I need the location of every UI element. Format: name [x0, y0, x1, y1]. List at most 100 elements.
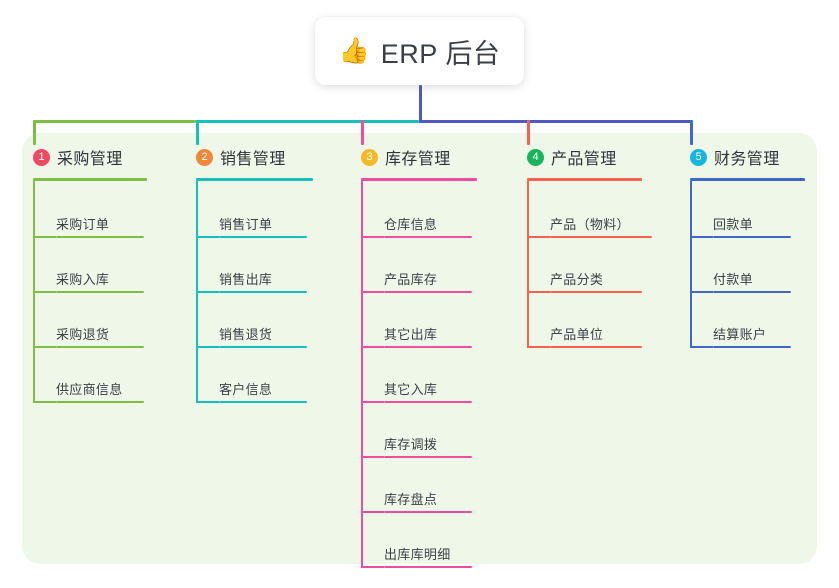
root-node-title: ERP 后台 [380, 38, 501, 69]
leaf-node-label: 客户信息 [219, 382, 273, 397]
column-badge-2: 2 [196, 148, 213, 166]
column-connector-drop-4 [527, 120, 530, 145]
column-title-4: 产品管理 [551, 151, 617, 168]
root-connector-drop [419, 85, 422, 123]
leaf-node[interactable]: 产品分类 [550, 265, 642, 293]
leaf-connector-stub [690, 291, 713, 293]
leaf-node-rule [384, 566, 472, 568]
leaf-node[interactable]: 其它入库 [384, 375, 472, 403]
connector-bar-segment-1 [33, 120, 196, 123]
leaf-connector-stub [196, 236, 219, 238]
column-rule-3 [361, 178, 477, 181]
leaf-node-label: 产品（物料） [550, 217, 630, 232]
leaf-connector-stub [361, 511, 384, 513]
leaf-node-label: 其它入库 [384, 382, 438, 397]
leaf-node-label: 仓库信息 [384, 217, 438, 232]
leaf-connector-stub [33, 236, 56, 238]
leaf-node-label: 采购入库 [56, 272, 110, 287]
branch-panel [22, 133, 817, 564]
leaf-node-label: 库存盘点 [384, 492, 438, 507]
leaf-node-rule [384, 346, 472, 348]
leaf-node[interactable]: 仓库信息 [384, 210, 472, 238]
leaf-node-label: 付款单 [713, 272, 753, 287]
leaf-node-label: 采购订单 [56, 217, 110, 232]
column-spine-4 [527, 181, 529, 348]
leaf-connector-stub [33, 401, 56, 403]
leaf-node[interactable]: 产品（物料） [550, 210, 652, 238]
leaf-node[interactable]: 销售订单 [219, 210, 307, 238]
leaf-connector-stub [690, 346, 713, 348]
leaf-node-rule [219, 401, 307, 403]
leaf-connector-stub [361, 291, 384, 293]
leaf-node-label: 产品分类 [550, 272, 604, 287]
column-title-3: 库存管理 [385, 151, 451, 168]
column-connector-drop-2 [196, 120, 199, 145]
leaf-node-rule [550, 291, 642, 293]
connector-bar-segment-3 [419, 120, 692, 123]
leaf-node[interactable]: 销售退货 [219, 320, 307, 348]
leaf-connector-stub [33, 346, 56, 348]
leaf-node[interactable]: 销售出库 [219, 265, 307, 293]
leaf-node-label: 产品库存 [384, 272, 438, 287]
leaf-connector-stub [196, 346, 219, 348]
leaf-connector-stub [196, 291, 219, 293]
leaf-node[interactable]: 库存盘点 [384, 485, 472, 513]
leaf-connector-stub [527, 236, 550, 238]
leaf-node-rule [56, 401, 144, 403]
leaf-connector-stub [690, 236, 713, 238]
column-connector-drop-3 [361, 120, 364, 145]
column-connector-drop-5 [690, 120, 693, 145]
root-node-content: 👍 ERP 后台 [339, 32, 501, 71]
leaf-node[interactable]: 库存调拨 [384, 430, 472, 458]
leaf-node-rule [219, 236, 307, 238]
column-title-2: 销售管理 [220, 151, 286, 168]
leaf-node-label: 结算账户 [713, 327, 767, 342]
leaf-node[interactable]: 供应商信息 [56, 375, 144, 403]
leaf-node[interactable]: 产品单位 [550, 320, 642, 348]
leaf-node-label: 供应商信息 [56, 382, 123, 397]
leaf-node-rule [384, 456, 472, 458]
leaf-node[interactable]: 采购入库 [56, 265, 144, 293]
leaf-node-label: 销售退货 [219, 327, 273, 342]
leaf-node[interactable]: 付款单 [713, 265, 791, 293]
leaf-connector-stub [196, 401, 219, 403]
leaf-connector-stub [361, 346, 384, 348]
leaf-connector-stub [527, 291, 550, 293]
leaf-connector-stub [527, 346, 550, 348]
leaf-node[interactable]: 回款单 [713, 210, 791, 238]
root-node-card[interactable]: 👍 ERP 后台 [315, 17, 524, 85]
leaf-node[interactable]: 出库库明细 [384, 540, 472, 568]
leaf-node-rule [219, 291, 307, 293]
leaf-node-rule [384, 401, 472, 403]
leaf-node-rule [56, 236, 144, 238]
leaf-node-rule [550, 346, 642, 348]
thumbs-up-icon: 👍 [338, 36, 370, 65]
leaf-node-rule [384, 511, 472, 513]
leaf-node-rule [384, 236, 472, 238]
leaf-node[interactable]: 结算账户 [713, 320, 791, 348]
leaf-node-label: 产品单位 [550, 327, 604, 342]
leaf-connector-stub [33, 291, 56, 293]
leaf-node[interactable]: 采购订单 [56, 210, 144, 238]
column-spine-5 [690, 181, 692, 348]
column-badge-3: 3 [361, 148, 378, 166]
leaf-node-rule [713, 291, 791, 293]
leaf-node[interactable]: 其它出库 [384, 320, 472, 348]
column-header-2[interactable]: 2 销售管理 [196, 145, 286, 169]
connector-bar-segment-2 [196, 120, 419, 123]
leaf-node[interactable]: 采购退货 [56, 320, 144, 348]
leaf-node[interactable]: 客户信息 [219, 375, 307, 403]
column-spine-3 [361, 181, 363, 568]
leaf-node-label: 其它出库 [384, 327, 438, 342]
leaf-node-rule [384, 291, 472, 293]
leaf-connector-stub [361, 566, 384, 568]
leaf-node[interactable]: 产品库存 [384, 265, 472, 293]
leaf-node-label: 销售订单 [219, 217, 273, 232]
column-rule-2 [196, 178, 313, 181]
leaf-connector-stub [361, 401, 384, 403]
leaf-node-rule [219, 346, 307, 348]
column-header-3[interactable]: 3 库存管理 [361, 145, 451, 169]
